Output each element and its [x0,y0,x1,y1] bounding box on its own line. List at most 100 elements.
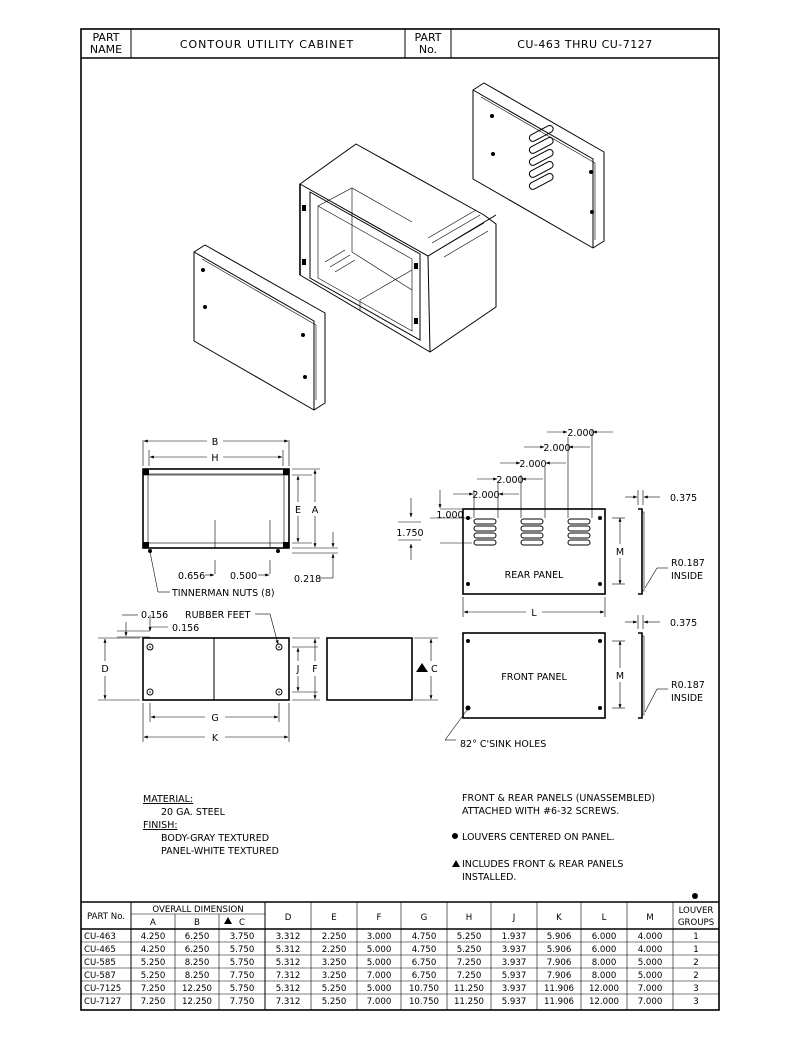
table-cell-part: CU-465 [84,945,116,955]
table-cell: 11.250 [454,984,484,994]
dim-2000-5: 2.000 [567,428,594,439]
table-cell: 7.000 [367,997,392,1007]
table-cell: 4.250 [141,932,166,942]
table-cell: 3.250 [322,958,347,968]
table-cell: 3.937 [502,984,527,994]
rear-louvers [473,518,591,546]
table-cell: 5.312 [276,958,301,968]
table-cell-part: CU-463 [84,932,116,942]
table-cell: 5.312 [276,984,301,994]
table-cell: 3.750 [230,932,255,942]
table-cell: 5.250 [322,984,347,994]
dim-d: D [101,664,108,675]
rubber-feet-callout: RUBBER FEET [185,610,251,621]
table-cell: 4.750 [412,945,437,955]
table-cell: 7.250 [457,971,482,981]
table-cell: 11.250 [454,997,484,1007]
table-cell: 8.250 [185,971,210,981]
dim-g: G [211,713,218,724]
th-m: M [646,913,653,923]
table-cell: 3 [693,984,698,994]
table-cell: 12.000 [589,984,619,994]
table-cell: 7.906 [547,971,572,981]
table-cell: 11.906 [544,997,574,1007]
table-cell: 10.750 [409,984,439,994]
dim-0156-b: 0.156 [172,623,199,634]
tinnerman-nuts-callout: TINNERMAN NUTS (8) [171,588,275,599]
dim-e: E [295,505,301,516]
table-cell: 6.750 [412,971,437,981]
table-cell: 7.000 [638,984,663,994]
table-cell: 6.000 [592,932,617,942]
th-k: K [556,913,562,923]
table-cell: 7.250 [141,984,166,994]
table-cell: 7.250 [457,958,482,968]
table-cell: 3.937 [502,958,527,968]
dim-1000: 1.000 [436,510,463,521]
table-cell: 7.750 [230,997,255,1007]
th-b: B [194,918,200,928]
louvers-note: LOUVERS CENTERED ON PANEL. [462,832,615,843]
triangle-icon [416,663,428,672]
part-name-label-1: PART [92,31,119,44]
table-cell: 5.750 [230,958,255,968]
table-cell: 4.750 [412,932,437,942]
triangle-icon [224,917,232,924]
th-overall: OVERALL DIMENSION [152,905,243,915]
part-name: CONTOUR UTILITY CABINET [180,38,354,51]
table-cell: 10.750 [409,997,439,1007]
table-cell: 8.000 [592,958,617,968]
table-cell: 1.937 [502,932,527,942]
material-value: 20 GA. STEEL [161,807,226,818]
includes-note-2: INSTALLED. [462,872,516,883]
iso-front-panel [193,244,326,411]
csink-holes-callout: 82° C'SINK HOLES [460,739,546,750]
table-cell: 2.250 [322,932,347,942]
table-cell: 7.250 [141,997,166,1007]
table-cell: 7.750 [230,971,255,981]
th-h: H [466,913,472,923]
dim-k: K [212,733,219,744]
finish-line-2: PANEL-WHITE TEXTURED [161,846,279,857]
dim-2000-3: 2.000 [519,459,546,470]
th-f: F [377,913,382,923]
part-no-label-2: No. [419,43,437,56]
table-cell: 5.250 [322,997,347,1007]
table-cell: 5.000 [638,958,663,968]
table-cell: 3.000 [367,932,392,942]
rear-panel-profile [638,508,643,595]
dim-h: H [211,453,218,464]
table-cell: 5.000 [367,958,392,968]
table-cell: 2 [693,958,698,968]
front-panel-profile [638,632,643,719]
title-block: PART NAME CONTOUR UTILITY CABINET PART N… [81,29,719,59]
dim-2000-1: 2.000 [472,490,499,501]
dim-2000-2: 2.000 [496,475,523,486]
dim-l: L [531,608,537,619]
panels-note-1: FRONT & REAR PANELS (UNASSEMBLED) [462,793,655,804]
table-cell: 6.000 [592,945,617,955]
dim-0218: 0.218 [294,574,321,585]
th-g: G [421,913,428,923]
table-cell-part: CU-7125 [84,984,121,994]
dim-1750: 1.750 [396,528,423,539]
table-cell: 3.312 [276,932,301,942]
isometric-view [193,82,605,411]
dim-j: J [296,664,300,675]
dim-0656: 0.656 [178,571,205,582]
dim-c: C [431,664,438,675]
th-a: A [150,918,156,928]
table-cell: 5.906 [547,945,572,955]
table-cell: 5.000 [367,945,392,955]
dimension-table: PART No. OVERALL DIMENSION A B C D E F G… [81,893,719,1010]
side-view: 0.156 0.156 RUBBER FEET D J F G [98,610,438,744]
table-cell: 7.312 [276,971,301,981]
table-cell: 3.250 [322,971,347,981]
part-no: CU-463 THRU CU-7127 [517,38,653,51]
notes: MATERIAL: 20 GA. STEEL FINISH: BODY-GRAY… [143,793,655,883]
radius-front-1: R0.187 [671,680,705,691]
